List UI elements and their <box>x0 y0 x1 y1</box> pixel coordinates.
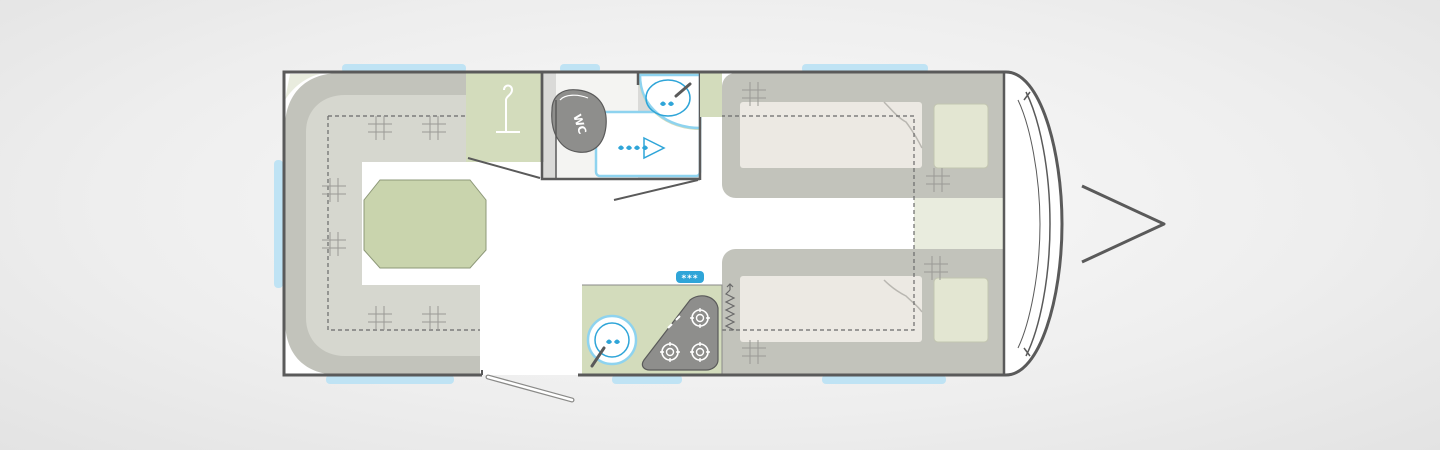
window-left <box>274 160 283 288</box>
window-bottom-left <box>326 375 454 384</box>
rear-u-lounge <box>285 73 480 375</box>
dining-table <box>363 179 487 269</box>
single-bed-top <box>722 73 1004 198</box>
tow-bar-icon <box>1081 184 1166 264</box>
front-nose <box>1006 72 1062 375</box>
hob <box>641 295 719 371</box>
kitchen-sink <box>586 314 638 368</box>
bed-connector <box>914 198 1004 249</box>
interior-door-lounge <box>467 157 541 179</box>
toilet-icon: WC <box>551 89 607 153</box>
outer-walls <box>282 70 1064 377</box>
mattress-bottom <box>740 276 922 342</box>
shower-icon <box>618 136 666 160</box>
pillow-bottom <box>933 277 989 343</box>
bathroom-sink <box>638 73 702 130</box>
mattress-top <box>740 102 922 168</box>
wardrobe <box>466 73 542 162</box>
bathroom-door <box>613 179 699 201</box>
wc-label: WC <box>570 113 589 136</box>
window-bottom-right <box>822 375 946 384</box>
freezer-stars: *** <box>681 274 698 284</box>
bathroom: WC <box>540 73 702 201</box>
window-bottom-kitchen <box>612 375 682 384</box>
hanger-icon <box>496 84 520 133</box>
single-bed-bottom <box>722 249 1004 375</box>
heater-coil <box>724 289 736 331</box>
sink-icon <box>660 101 674 106</box>
pillow-top <box>933 103 989 169</box>
kitchen-block <box>582 283 736 375</box>
fridge-freezer-badge: *** <box>676 271 704 284</box>
